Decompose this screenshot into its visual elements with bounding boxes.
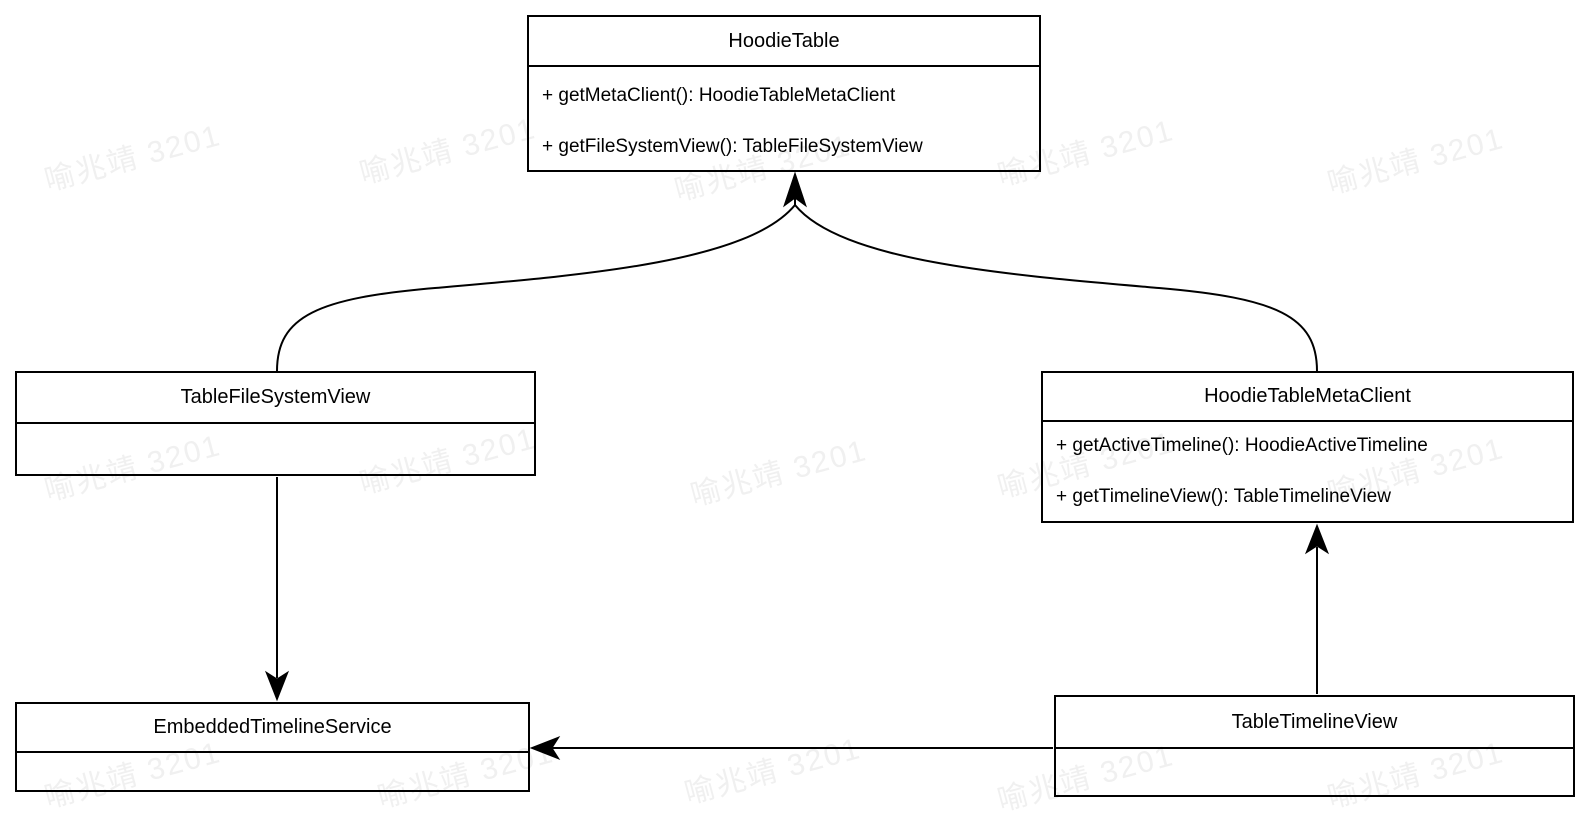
watermark: 喻兆靖 3201: [1324, 122, 1508, 201]
arrow-tablefilesystemview-to-hoodietable: [276, 204, 796, 372]
class-title: TableFileSystemView: [17, 373, 534, 424]
class-method: + getTimelineView(): TableTimelineView: [1056, 486, 1391, 507]
watermark: 喻兆靖 3201: [681, 732, 865, 811]
class-methods: + getActiveTimeline(): HoodieActiveTimel…: [1043, 422, 1572, 521]
watermark: 喻兆靖 3201: [687, 434, 871, 513]
class-title: HoodieTable: [529, 17, 1039, 67]
class-method: + getFileSystemView(): TableFileSystemVi…: [542, 136, 923, 157]
class-title: TableTimelineView: [1056, 697, 1573, 749]
class-box-tabletimelineview: TableTimelineView: [1054, 695, 1575, 797]
class-title: HoodieTableMetaClient: [1043, 373, 1572, 422]
arrowhead-up-hoodietable: [783, 171, 807, 208]
class-empty-compartment: [1056, 749, 1573, 795]
class-title: EmbeddedTimelineService: [17, 704, 528, 753]
arrowhead-left-embeddedtimelineservice: [529, 735, 561, 761]
class-empty-compartment: [17, 424, 534, 474]
watermark: 喻兆靖 3201: [41, 119, 225, 198]
class-empty-compartment: [17, 753, 528, 790]
class-method: + getActiveTimeline(): HoodieActiveTimel…: [1056, 435, 1428, 456]
arrowhead-down-embeddedtimelineservice: [264, 670, 290, 702]
class-box-hoodietable: HoodieTable + getMetaClient(): HoodieTab…: [527, 15, 1041, 172]
class-box-embeddedtimelineservice: EmbeddedTimelineService: [15, 702, 530, 792]
class-box-hoodietablemetaclient: HoodieTableMetaClient + getActiveTimelin…: [1041, 371, 1574, 523]
class-box-tablefilesystemview: TableFileSystemView: [15, 371, 536, 476]
class-methods: + getMetaClient(): HoodieTableMetaClient…: [529, 67, 1039, 176]
class-method: + getMetaClient(): HoodieTableMetaClient: [542, 85, 896, 106]
watermark: 喻兆靖 3201: [356, 112, 540, 191]
arrow-hoodietablemetaclient-to-hoodietable: [794, 204, 1318, 372]
arrowhead-up-hoodietablemetaclient: [1304, 523, 1330, 555]
